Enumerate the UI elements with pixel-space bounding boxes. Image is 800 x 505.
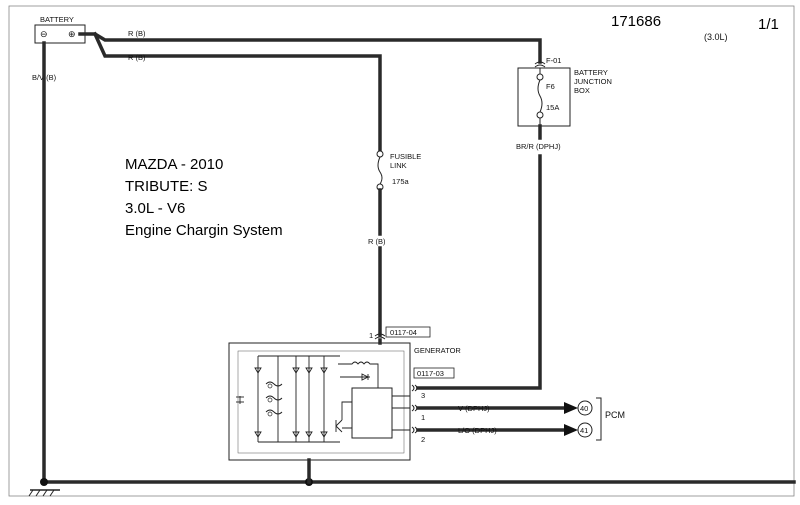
diagram-number: 171686: [611, 13, 661, 30]
junction-title-1: BATTERY: [574, 68, 608, 77]
wire-lo-arrow-icon: [564, 424, 578, 436]
junction-connector-label: F-01: [546, 56, 561, 65]
junction-connector-icon: [534, 61, 546, 68]
gen-pin3-connector-icon: [411, 384, 418, 392]
diagram-frame: [8, 5, 795, 497]
pcm-pin-41: 41: [580, 426, 588, 435]
gen-top-pin: 1: [369, 331, 373, 340]
wire-v-arrow-icon: [564, 402, 578, 414]
generator-internals: [236, 350, 410, 454]
wire-v-label: V (DPHJ): [458, 404, 490, 413]
fusible-label-2: LINK: [390, 161, 407, 170]
battery-neg-terminal: ⊖: [40, 29, 48, 39]
pcm-pin-40: 40: [580, 404, 588, 413]
gen-side-connector-label: 0117-03: [417, 369, 444, 378]
wire-r-lower: [92, 31, 382, 152]
battery-pos-terminal: ⊕: [68, 29, 76, 39]
battery-label: BATTERY: [40, 15, 74, 24]
title-make-year: MAZDA - 2010: [125, 156, 223, 173]
wire-br-r: [416, 124, 542, 390]
pcm-pin-40-icon: [577, 400, 593, 416]
fuse-id: F6: [546, 82, 555, 91]
fusible-rating: 175a: [392, 177, 410, 186]
engine-code: (3.0L): [704, 32, 728, 42]
gen-pin-2: 2: [421, 435, 425, 444]
wire-r-upper: [78, 32, 542, 64]
pcm-label: PCM: [605, 410, 625, 420]
pcm-bracket: [596, 397, 602, 441]
junction-title-2: JUNCTION: [574, 77, 612, 86]
wire-r-lower-label: R (B): [128, 53, 146, 62]
fuse-rating: 15A: [546, 103, 559, 112]
fusible-out-wire-label: R (B): [368, 237, 386, 246]
gen-top-connector-box: [385, 326, 431, 338]
fusible-link-icon: [376, 150, 384, 191]
title-model: TRIBUTE: S: [125, 178, 208, 195]
ground-icon: [28, 489, 60, 497]
gen-pin-3: 3: [421, 391, 425, 400]
ground-junction-dot: [40, 478, 48, 486]
junction-title-3: BOX: [574, 86, 590, 95]
title-system: Engine Chargin System: [125, 222, 283, 239]
gen-top-connector-icon: [374, 333, 386, 340]
page-number: 1/1: [758, 16, 779, 33]
gen-pin-1: 1: [421, 413, 425, 422]
fusible-label-1: FUSIBLE: [390, 152, 421, 161]
wire-lo-label: L/O (DPHJ): [458, 426, 497, 435]
title-engine: 3.0L - V6: [125, 200, 185, 217]
junction-out-wire-label: BR/R (DPHJ): [516, 142, 561, 151]
gen-top-connector-label: 0117-04: [390, 328, 417, 337]
junction-box-outline: [517, 67, 571, 127]
pcm-pin-41-icon: [577, 422, 593, 438]
gen-side-connector-box: [413, 367, 455, 379]
wire-r-upper-label: R (B): [128, 29, 146, 38]
generator-label: GENERATOR: [414, 346, 461, 355]
